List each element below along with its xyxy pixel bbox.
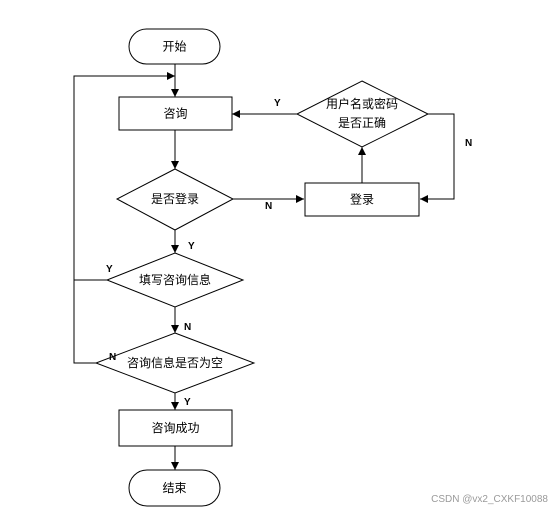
edge-credentials-no-to-login	[420, 113, 455, 203]
edge-label-fill-yes: Y	[106, 264, 113, 275]
node-info-empty-check: 咨询信息是否为空	[94, 332, 256, 394]
edge-label-is-login-yes: Y	[188, 241, 195, 252]
node-end: 结束	[128, 469, 221, 507]
edge-loop-back-to-consult	[73, 72, 175, 364]
node-credentials-label-line2: 是否正确	[338, 116, 386, 130]
edge-labels: N Y Y N Y N N Y	[106, 98, 472, 408]
edge-label-fill-no: N	[184, 322, 191, 333]
watermark: CSDN @vx2_CXKF10088	[431, 494, 548, 505]
node-info-empty-label: 咨询信息是否为空	[127, 355, 223, 370]
edge-label-empty-yes: Y	[184, 397, 191, 408]
node-login: 登录	[304, 182, 420, 217]
node-fill-info-label: 填写咨询信息	[139, 272, 211, 287]
node-consult-label: 咨询	[163, 106, 187, 121]
edge-label-credentials-yes: Y	[274, 98, 281, 109]
node-end-label: 结束	[162, 481, 186, 495]
node-credentials-label-line1: 用户名或密码	[326, 96, 398, 111]
node-is-login: 是否登录	[115, 168, 235, 231]
node-credentials-check: 用户名或密码 是否正确	[295, 80, 430, 148]
node-login-label: 登录	[350, 192, 374, 207]
node-consult: 咨询	[118, 96, 233, 131]
edges	[73, 64, 455, 470]
node-fill-info: 填写咨询信息	[105, 252, 245, 308]
node-start-label: 开始	[162, 40, 186, 54]
node-success-label: 咨询成功	[151, 420, 199, 435]
edge-label-empty-no: N	[109, 352, 116, 363]
node-start: 开始	[128, 28, 221, 65]
node-success: 咨询成功	[118, 409, 233, 447]
edge-label-credentials-no: N	[465, 138, 472, 149]
node-is-login-label: 是否登录	[151, 191, 199, 206]
edge-label-is-login-no: N	[265, 201, 272, 212]
